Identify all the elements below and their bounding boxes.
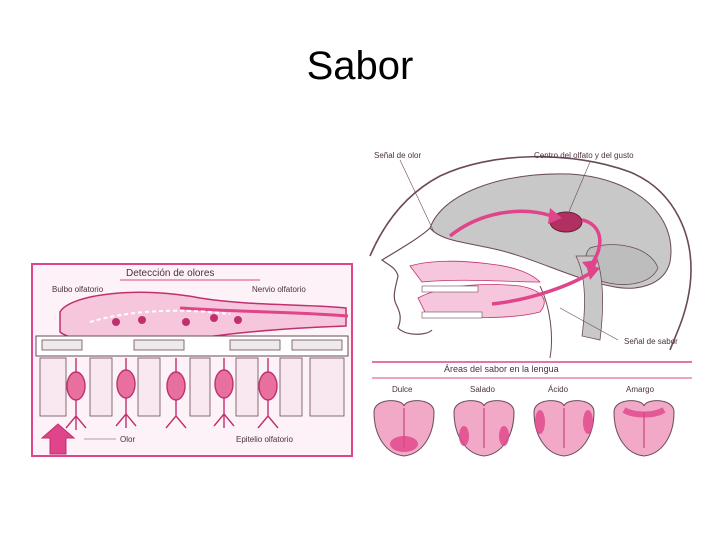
- olfactory-heading: Detección de olores: [126, 268, 214, 279]
- label-taste-signal: Señal de sabor: [624, 337, 678, 346]
- odor-signal-arrow: [448, 209, 553, 238]
- tongue-bitter: [613, 400, 675, 457]
- face-profile: [380, 227, 433, 335]
- head-panel: Señal de olor Centro del olfato y del gu…: [369, 151, 692, 359]
- receptor-neurons: [65, 358, 279, 430]
- label-center: Centro del olfato y del gusto: [534, 151, 634, 160]
- tongue-sweet: [373, 400, 435, 457]
- label-odor: Olor: [120, 435, 135, 444]
- tongue-label-salty: Salado: [470, 385, 495, 394]
- taste-signal-arrow: [491, 270, 593, 306]
- tongue-label-sweet: Dulce: [392, 385, 413, 394]
- tongue-panel: Áreas del sabor en la lengua Dulce Salad…: [372, 361, 692, 457]
- nerve-band: [179, 306, 349, 318]
- label-bulb: Bulbo olfatorio: [52, 285, 104, 294]
- taste-smell-diagram: Detección de olores: [31, 151, 692, 457]
- slide-title: Sabor: [306, 44, 414, 88]
- olfactory-panel: Detección de olores: [31, 263, 353, 457]
- odor-arrow-icon: [40, 423, 76, 455]
- tongue-sour: [533, 400, 595, 457]
- label-odor-signal: Señal de olor: [374, 151, 421, 160]
- label-epithelium: Epitelio olfatorio: [236, 435, 293, 444]
- tongue-label-sour: Ácido: [548, 385, 569, 394]
- tongue-salty: [453, 400, 515, 457]
- signal-arrow: [89, 309, 231, 323]
- nasal-cavity: [409, 260, 541, 283]
- tongue-label-bitter: Amargo: [626, 385, 655, 394]
- center-loop-arrow: [581, 218, 602, 268]
- epithelium-cells: [39, 357, 345, 417]
- tongue-heading: Áreas del sabor en la lengua: [444, 364, 559, 374]
- label-nerve: Nervio olfatorio: [252, 285, 306, 294]
